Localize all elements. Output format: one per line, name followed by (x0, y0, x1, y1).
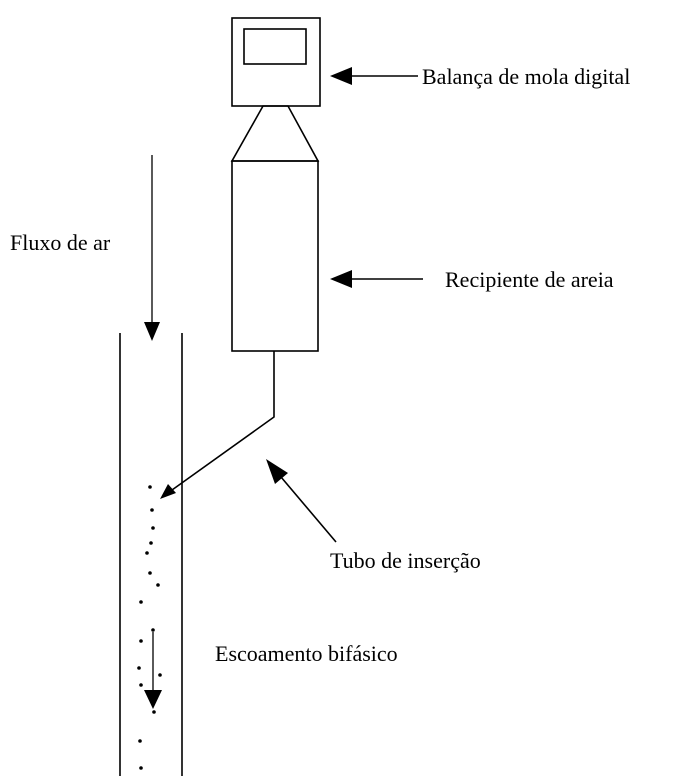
sand-particle (151, 526, 155, 530)
balance-label: Balança de mola digital (422, 64, 630, 89)
insertion-tube-line (171, 351, 275, 491)
sand-particles (137, 485, 162, 770)
sand-particle (149, 541, 153, 545)
sand-particle (137, 666, 141, 670)
sand-particle (145, 551, 149, 555)
sand-particle (152, 710, 156, 714)
air-flow-label: Fluxo de ar (10, 230, 111, 255)
sand-particle (148, 485, 152, 489)
sand-particle (139, 600, 143, 604)
sand-container (231, 160, 319, 352)
sand-particle (150, 508, 154, 512)
sand-particle (148, 571, 152, 575)
insertion-tube-label: Tubo de inserção (330, 548, 481, 573)
sand-particle (139, 639, 143, 643)
digital-balance (231, 17, 321, 107)
sand-particle (138, 739, 142, 743)
sand-particle (156, 583, 160, 587)
container-pointer-head (330, 270, 352, 288)
sand-particle (151, 628, 155, 632)
two-phase-flow-label: Escoamento bifásico (215, 641, 398, 666)
sand-particle (158, 673, 162, 677)
sand-container-label: Recipiente de areia (445, 267, 614, 292)
insertion-tube-pointer-head (266, 459, 288, 484)
balance-connector (230, 105, 320, 162)
sand-particle (139, 766, 143, 770)
insertion-tube-arrowhead (160, 484, 176, 499)
sand-particle (139, 683, 143, 687)
air-flow-arrow-head (144, 322, 160, 341)
balance-display (243, 28, 307, 65)
balance-pointer-head (330, 67, 352, 85)
insertion-tube-pointer-line (280, 476, 337, 543)
two-phase-flow-arrow-head (144, 690, 162, 709)
